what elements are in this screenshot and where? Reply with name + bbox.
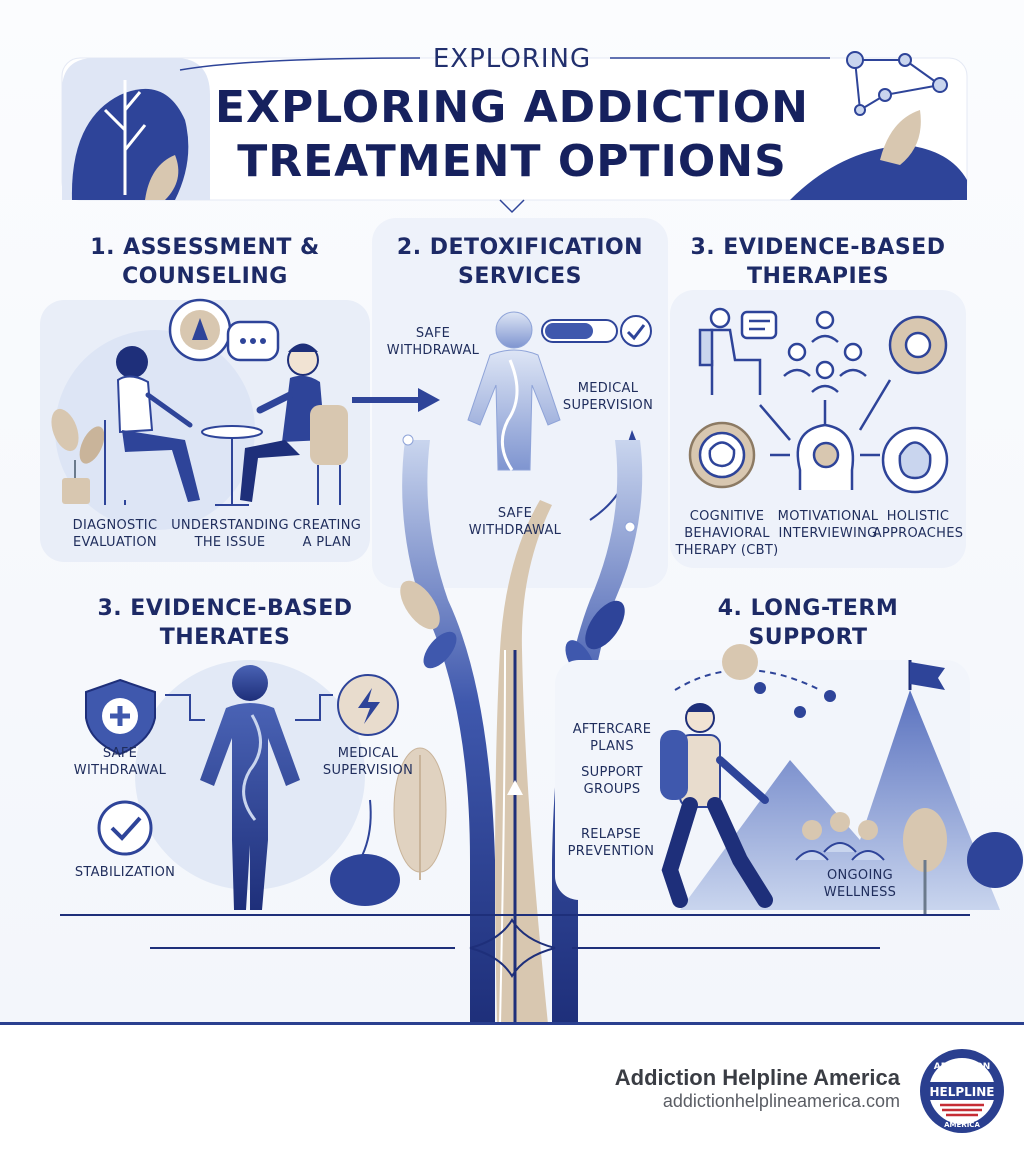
header-kicker: EXPLORING: [432, 44, 592, 74]
illustration-layer: [40, 51, 1023, 1024]
header-banner: [61, 57, 968, 214]
logo-ring-text: ADDICTION: [934, 1062, 991, 1072]
logo-band-text: HELPLINE: [929, 1085, 994, 1099]
bottom-ornament: [150, 918, 880, 978]
page-title-line2: TREATMENT OPTIONS: [237, 136, 787, 187]
therapy-icons: [688, 307, 949, 494]
helpline-logo-icon: ADDICTION HELPLINE AMERICA: [920, 1049, 1004, 1133]
brand-url[interactable]: addictionhelplineamerica.com: [662, 1091, 900, 1111]
section-assessment-title-2: COUNSELING: [122, 264, 288, 289]
support-scene: [555, 644, 1023, 915]
counseling-scene: [51, 298, 348, 530]
logo-bottom-text: AMERICA: [944, 1121, 980, 1129]
section-therapies-title-1: 3. EVIDENCE-BASED: [690, 235, 946, 260]
network-icon: [846, 51, 948, 116]
label-stabilization: STABILIZATION: [74, 865, 176, 880]
footer: Addiction Helpline America addictionhelp…: [0, 1025, 1024, 1154]
section-detox-title-2: SERVICES: [457, 264, 583, 289]
section-support-title-2: SUPPORT: [748, 625, 868, 650]
brand-name: Addiction Helpline America: [614, 1065, 900, 1090]
section-therapies-title-2: THERAPIES: [746, 264, 890, 289]
footer-divider: [0, 1022, 1024, 1025]
section-assessment-title-1: 1. ASSESSMENT &: [90, 235, 320, 260]
section-therates-title-1: 3. EVIDENCE-BASED: [97, 596, 353, 621]
therates-scene: [85, 660, 399, 910]
section-support-title-1: 4. LONG-TERM: [717, 596, 899, 621]
section-detox-title-1: 2. DETOXIFICATION: [396, 235, 644, 260]
page-title-line1: EXPLORING ADDICTION: [215, 82, 809, 133]
infographic-canvas: EXPLORING EXPLORING ADDICTION TREATMENT …: [0, 0, 1024, 1024]
section-therates-title-2: THERATES: [159, 625, 291, 650]
